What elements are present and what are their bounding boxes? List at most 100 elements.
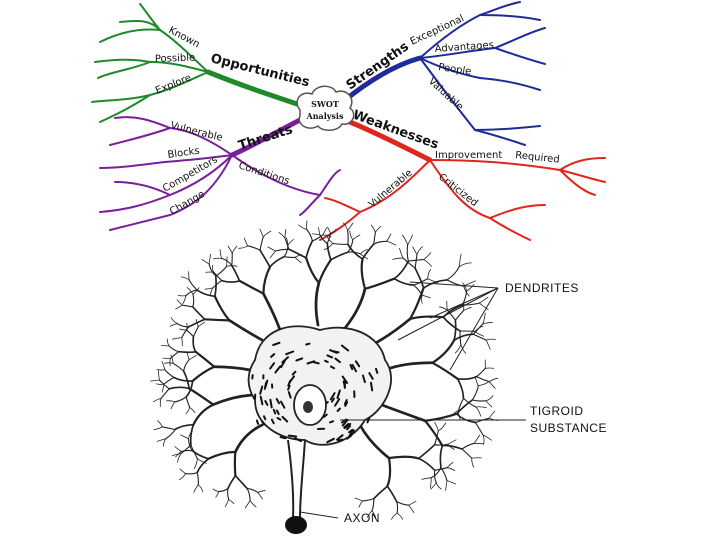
tigroid-granule [287,384,291,391]
dendrite-segment [269,250,276,259]
dendrite-segment [332,242,349,245]
dendrite-segment [445,480,448,491]
dendrite-segment [489,377,498,382]
dendrite-segment [209,287,214,296]
tigroid-granule [334,398,341,407]
dendrite-segment [227,487,230,500]
dendrite-segment [435,482,442,490]
tigroid-granule [295,357,304,362]
tigroid-granule [264,400,269,406]
dendrite-segment [185,406,190,414]
dendrite-segment [213,271,223,282]
dendrite-segment [227,474,237,490]
dendrite-segment [408,286,425,321]
tigroid-granule [343,422,350,429]
tigroid-granule [270,418,275,425]
dendrite-segment [182,295,187,305]
label-tigroid-line1: TIGROID [530,404,584,418]
dendrite-segment [189,406,196,413]
dendrite-segment [192,335,197,353]
tigroid-granule [269,398,273,409]
tigroid-granule [343,399,348,406]
dendrite-segment [244,500,251,509]
dendrite-segment [182,370,191,390]
dendrite-segment [466,284,475,292]
dendrite-segment [446,467,456,472]
dendrite-segment [288,248,307,259]
dendrite-segment [434,421,439,432]
dendrite-segment [482,434,485,445]
dendrite-segment [160,388,170,399]
dendrite-segment [476,367,486,378]
dendrite-segment [180,276,190,281]
dendrite-segment [485,338,496,341]
dendrite-segment [195,319,199,327]
dendrite-segment [461,448,473,459]
nucleolus [303,401,313,413]
dendrite-segment [347,239,354,253]
tigroid-granule [324,359,329,363]
dendrite-segment [472,333,487,341]
dendrite-segment [402,234,409,245]
dendrite-segment [323,243,334,251]
dendrite-segment [185,396,191,408]
swot-center-cloud: SWOT Analysis [296,85,355,131]
dendrite-segment [414,253,418,269]
dendrite-segment [186,287,194,295]
tigroid-granule [275,398,281,405]
dendrite-segment [192,293,195,308]
dendrite-segment [380,403,427,423]
dendrite-segment [238,245,249,249]
dendrite-segment [221,257,233,266]
dendrite-segment [471,457,475,468]
dendrite-segment [174,446,182,452]
dendrite-segment [447,439,457,445]
tigroid-granule [306,360,316,365]
dendrite-segment [185,380,194,398]
weaknesses-item-vulnerable: Vulnerable [367,168,415,211]
dendrite-segment [446,266,460,281]
dendrite-segment [262,265,272,295]
dendrite-segment [366,510,373,518]
dendrite-segment [429,477,432,488]
tigroid-granule [334,357,341,364]
dendrite-segment [231,245,238,254]
dendrite-segment [427,269,431,280]
dendrite-segment [476,376,490,383]
dendrite-segment [454,309,465,321]
dendrite-segment [212,488,220,492]
dendrite-segment [434,443,449,446]
dendrite-segment [287,239,294,246]
dendrite-segment [446,300,448,311]
dendrite-segment [226,256,228,267]
dendrite-segment [179,468,186,474]
dendrite-segment [168,386,191,390]
dendrite-segment [169,351,180,360]
dendrite-segment [478,302,489,311]
tigroid-granule [332,350,340,354]
tigroid-granule [336,407,341,412]
dendrite-segment [246,487,251,502]
dendrite-segment [180,434,189,440]
dendrite-segment [439,306,448,311]
dendrite-segment [455,399,474,415]
dendrite-segment [233,450,237,477]
dendrite-segment [434,430,439,446]
tigroid-granule [346,425,352,431]
dendrite-segment [166,400,176,403]
dendrite-segment [159,397,162,407]
dendrite-segment [228,499,235,505]
dendrite-segment [181,337,183,347]
strengths-item-people: People [438,62,472,78]
dendrite-segment [173,376,194,382]
dendrite-segment [472,322,484,335]
dendrite-segment [322,227,328,236]
dendrite-segment [161,426,176,431]
dendrite-segment [185,289,198,297]
dendrite-segment [212,365,252,372]
dendrite-segment [231,252,233,266]
dendrite-segment [298,224,308,230]
dendrite-segment [373,240,388,245]
dendrite-segment [416,246,423,255]
dendrite-segment [204,287,214,290]
